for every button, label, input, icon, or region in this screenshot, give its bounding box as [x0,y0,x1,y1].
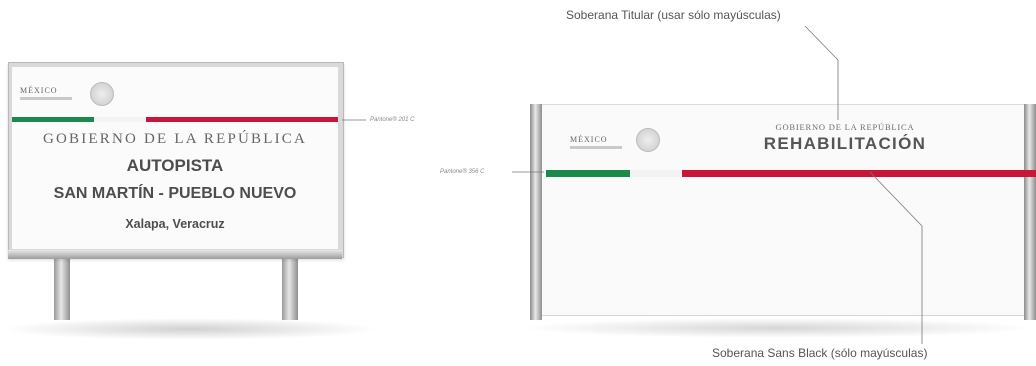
left-green-stripe [12,117,94,122]
right-sign-post-right [1024,104,1036,320]
right-sign-post-left [530,104,542,320]
left-sign-post-right [282,252,298,320]
right-white-stripe [630,170,682,177]
right-sign-shadow [518,318,1036,338]
bottom-annotation-leader [869,171,923,344]
left-coat-of-arms-icon [90,82,114,106]
left-white-stripe [94,117,146,122]
right-mexico-logo-subline [570,146,622,149]
left-mexico-logo-text: MÉXICO [20,86,58,95]
top-annotation-leader [804,25,839,120]
left-location: Xalapa, Veracruz [125,217,225,231]
top-font-annotation: Soberana Titular (usar sólo mayúsculas) [566,8,781,22]
right-title: REHABILITACIÓN [763,134,927,153]
left-red-color-note: Pantone® 201 C [370,117,415,123]
left-sign-shadow [0,318,380,340]
left-mexico-logo-subline [20,97,72,100]
right-government-line: GOBIERNO DE LA REPÚBLICA [775,122,915,132]
left-title-line1: AUTOPISTA [126,156,224,175]
left-title-line2: SAN MARTÍN - PUEBLO NUEVO [53,185,297,202]
left-sign-post-left [54,252,70,320]
right-mexico-logo-text: MÉXICO [570,135,608,144]
left-sign-base-rail [8,250,342,259]
left-red-stripe [146,117,338,122]
left-government-line: GOBIERNO DE LA REPÚBLICA [42,131,308,147]
right-coat-of-arms-icon [636,128,660,152]
right-green-stripe [546,170,630,177]
right-red-stripe [682,170,1036,177]
right-sign-panel [542,104,1036,316]
right-green-color-note: Pantone® 356 C [440,169,485,175]
bottom-font-annotation: Soberana Sans Black (sólo mayúsculas) [712,346,928,360]
